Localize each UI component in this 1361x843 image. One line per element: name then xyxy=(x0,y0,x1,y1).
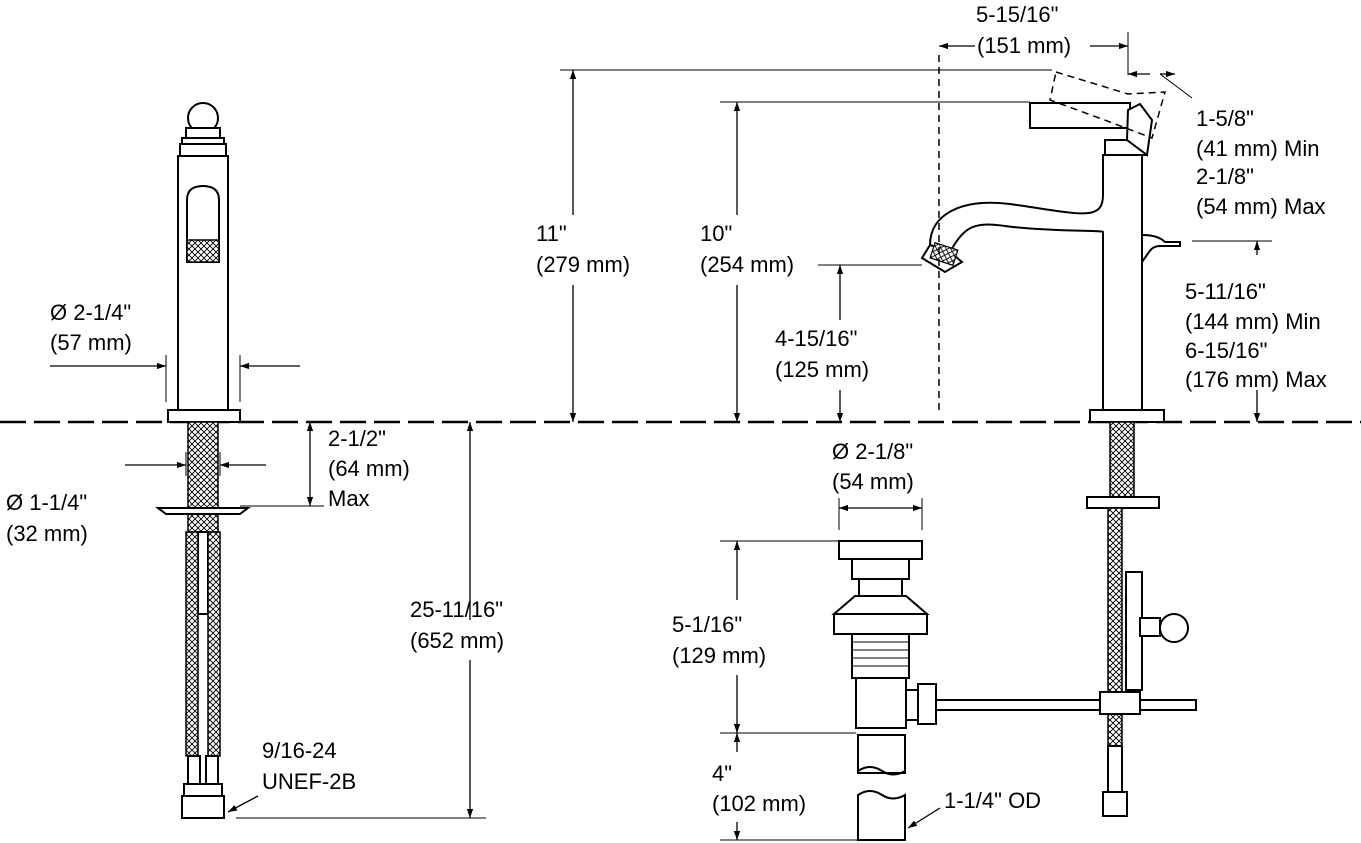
tailpiece-in: 4" xyxy=(712,761,732,786)
deck-thickness-in: 2-1/2" xyxy=(328,426,386,451)
reach-in-max: 6-15/16" xyxy=(1185,338,1267,363)
handle-offset-in-max: 2-1/8" xyxy=(1196,164,1254,189)
height-10-in: 10" xyxy=(700,221,732,246)
shank-dia-mm: (32 mm) xyxy=(6,521,88,546)
drain-dia-mm: (54 mm) xyxy=(832,469,914,494)
handle-offset-mm-min: (41 mm) Min xyxy=(1196,136,1319,161)
tailpiece-mm: (102 mm) xyxy=(712,791,806,816)
thread-spec-line2: UNEF-2B xyxy=(262,769,356,794)
base-dia-mm: (57 mm) xyxy=(50,330,132,355)
handle-offset-in-min: 1-5/8" xyxy=(1196,106,1254,131)
right-dimensions xyxy=(560,32,1272,841)
tailpiece-od: 1-1/4" OD xyxy=(944,788,1041,813)
faucet-front-view xyxy=(155,102,251,819)
drain-body-in: 5-1/16" xyxy=(672,612,742,637)
height-11-mm: (279 mm) xyxy=(536,252,630,277)
faucet-side-view xyxy=(920,71,1189,817)
reach-mm-max: (176 mm) Max xyxy=(1185,367,1327,392)
base-dia-in: Ø 2-1/4" xyxy=(50,300,131,325)
shank-dia-in: Ø 1-1/4" xyxy=(6,490,87,515)
drain-body-mm: (129 mm) xyxy=(672,643,766,668)
height-10-mm: (254 mm) xyxy=(700,252,794,277)
spout-height-in: 4-15/16" xyxy=(775,326,857,351)
deck-thickness-mm: (64 mm) xyxy=(328,456,410,481)
supply-length-mm: (652 mm) xyxy=(410,628,504,653)
height-11-in: 11" xyxy=(536,221,567,246)
thread-spec-line1: 9/16-24 xyxy=(262,738,337,763)
left-dimensions xyxy=(50,355,486,819)
drain-assembly xyxy=(831,540,1197,841)
reach-mm-min: (144 mm) Min xyxy=(1185,309,1321,334)
drain-dia-in: Ø 2-1/8" xyxy=(832,439,913,464)
spout-height-mm: (125 mm) xyxy=(775,357,869,382)
handle-offset-mm-max: (54 mm) Max xyxy=(1196,194,1326,219)
top-width-mm: (151 mm) xyxy=(977,33,1071,58)
top-width-in: 5-15/16" xyxy=(976,2,1058,27)
deck-thickness-max: Max xyxy=(328,486,370,511)
supply-length-in: 25-11/16" xyxy=(410,597,503,622)
reach-in-min: 5-11/16" xyxy=(1185,279,1266,304)
